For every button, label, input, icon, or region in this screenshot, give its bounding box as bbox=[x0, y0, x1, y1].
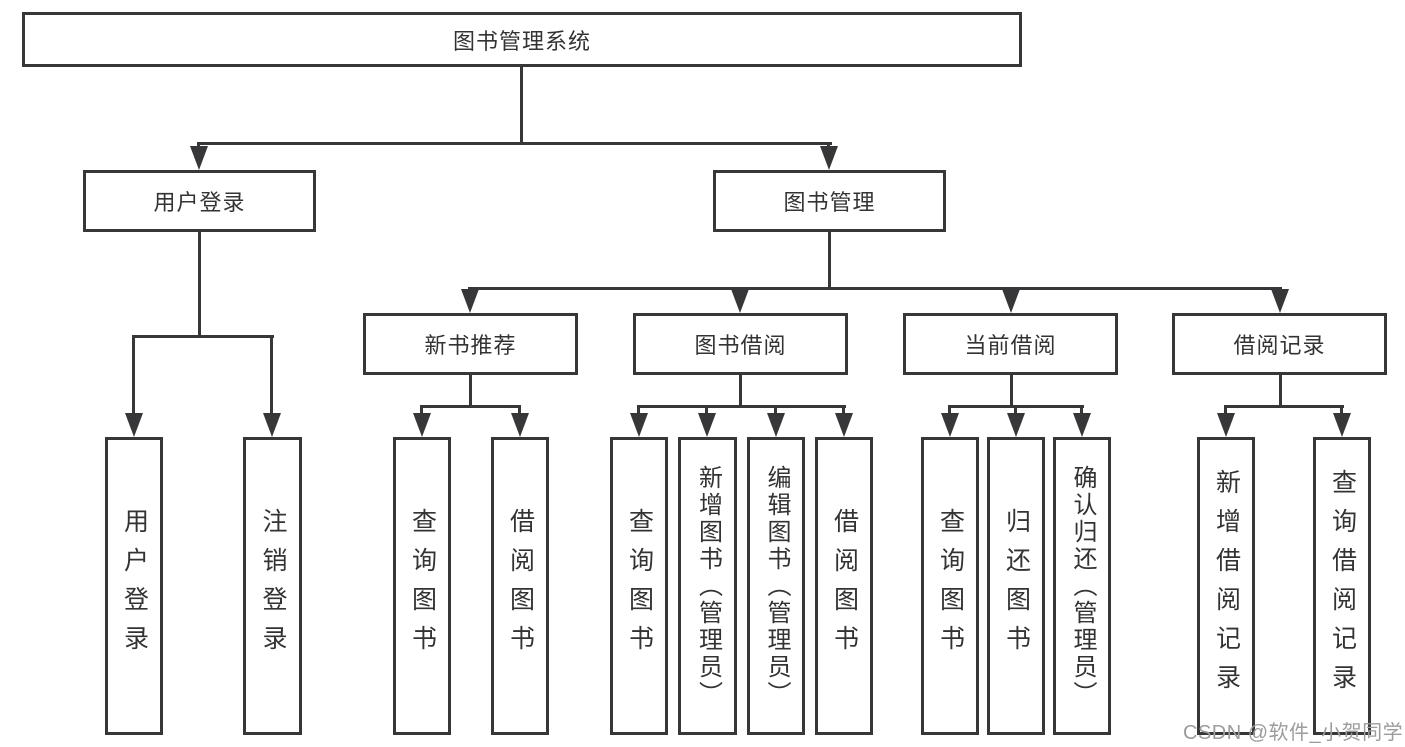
connector-borrow-record-stem bbox=[1279, 375, 1282, 405]
connector-book-borrow-stem bbox=[739, 375, 742, 405]
arrowhead-down-icon bbox=[1002, 287, 1020, 313]
connector-root-stem bbox=[520, 67, 523, 142]
leaf-borrow-books: 借阅图书 bbox=[491, 437, 549, 735]
node-new-book-recommend: 新书推荐 bbox=[363, 313, 578, 375]
arrowhead-down-icon bbox=[1333, 405, 1351, 437]
leaf-edit-books-admin: 编辑图书（管理员） bbox=[747, 437, 805, 735]
arrowhead-down-icon bbox=[413, 405, 431, 437]
connector-new-book-stem bbox=[469, 375, 472, 405]
node-current-borrow: 当前借阅 bbox=[903, 313, 1118, 375]
arrowhead-down-icon bbox=[630, 405, 648, 437]
arrowhead-down-icon bbox=[263, 335, 281, 437]
connector-book-mgmt-stem bbox=[828, 232, 831, 287]
arrowhead-down-icon bbox=[698, 405, 716, 437]
connector-user-login-bus bbox=[133, 335, 274, 338]
csdn-watermark: CSDN @软件_小贺同学 bbox=[1183, 722, 1404, 744]
arrowhead-down-icon bbox=[461, 287, 479, 313]
arrowhead-down-icon bbox=[125, 335, 143, 437]
leaf-logout: 注销登录 bbox=[243, 437, 302, 735]
leaf-add-books-admin: 新增图书（管理员） bbox=[678, 437, 737, 735]
leaf-confirm-return-admin: 确认归还（管理员） bbox=[1053, 437, 1111, 735]
leaf-query-borrow-record: 查询借阅记录 bbox=[1313, 437, 1371, 735]
node-book-borrow: 图书借阅 bbox=[633, 313, 848, 375]
leaf-add-borrow-record: 新增借阅记录 bbox=[1197, 437, 1255, 735]
leaf-return-books: 归还图书 bbox=[987, 437, 1045, 735]
leaf-query-books: 查询图书 bbox=[610, 437, 668, 735]
arrowhead-down-icon bbox=[1217, 405, 1235, 437]
connector-new-book-bus bbox=[421, 405, 521, 408]
connector-level3-bus bbox=[469, 287, 1282, 290]
connector-user-login-stem bbox=[198, 232, 201, 335]
leaf-query-books: 查询图书 bbox=[921, 437, 979, 735]
connector-book-borrow-bus bbox=[638, 405, 846, 408]
leaf-borrow-books: 借阅图书 bbox=[815, 437, 873, 735]
node-book-mgmt: 图书管理 bbox=[713, 170, 946, 232]
arrowhead-down-icon bbox=[767, 405, 785, 437]
arrowhead-down-icon bbox=[1073, 405, 1091, 437]
arrowhead-down-icon bbox=[511, 405, 529, 437]
arrowhead-down-icon bbox=[835, 405, 853, 437]
arrowhead-down-icon bbox=[190, 142, 208, 170]
node-user-login: 用户登录 bbox=[83, 170, 316, 232]
arrowhead-down-icon bbox=[820, 142, 838, 170]
node-root-system: 图书管理系统 bbox=[22, 12, 1022, 67]
connector-current-borrow-stem bbox=[1010, 375, 1013, 405]
arrowhead-down-icon bbox=[1271, 287, 1289, 313]
node-borrow-records: 借阅记录 bbox=[1172, 313, 1387, 375]
arrowhead-down-icon bbox=[1007, 405, 1025, 437]
arrowhead-down-icon bbox=[731, 287, 749, 313]
leaf-user-login: 用户登录 bbox=[105, 437, 163, 735]
leaf-query-books: 查询图书 bbox=[393, 437, 451, 735]
connector-borrow-record-bus bbox=[1225, 405, 1344, 408]
connector-level2-bus bbox=[198, 142, 832, 145]
arrowhead-down-icon bbox=[941, 405, 959, 437]
